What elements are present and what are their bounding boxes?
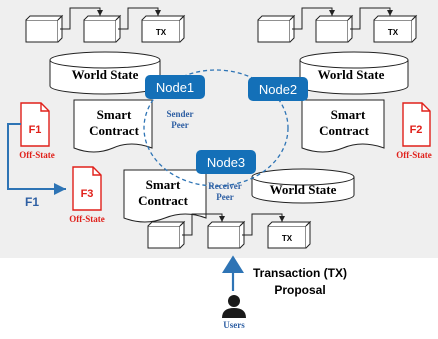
transaction-label: Transaction (TX) (253, 266, 347, 280)
block-icon (83, 14, 122, 43)
block-icon (257, 14, 296, 43)
contract-label: Contract (138, 193, 188, 208)
world-state-label: World State (270, 182, 337, 197)
smart-label: Smart (146, 177, 181, 192)
file-f3-label: F3 (81, 188, 94, 200)
file-f1-icon: F1 (20, 102, 50, 147)
tx-label: TX (388, 28, 399, 37)
tx-block-icon: TX (373, 14, 418, 43)
proposal-label: Proposal (274, 283, 325, 297)
transfer-label: F1 (25, 195, 39, 209)
file-f1-label: F1 (29, 124, 42, 136)
block-icon (25, 14, 64, 43)
world-state-db-node1: World State (49, 51, 161, 95)
ledger-chain-node3: TX (147, 213, 312, 249)
receiver-label: Receiver (208, 181, 241, 191)
ledger-chain-node2: TX (257, 7, 418, 43)
node1-badge[interactable]: Node1 (145, 75, 205, 99)
contract-label: Contract (89, 123, 139, 138)
smart-label: Smart (97, 107, 132, 122)
tx-block-icon: TX (267, 220, 312, 249)
tx-label: TX (156, 28, 167, 37)
receiver-peer-label: Peer (216, 192, 233, 202)
p2p-ring (143, 69, 289, 187)
tx-label: TX (282, 234, 293, 243)
node2-badge[interactable]: Node2 (248, 77, 308, 101)
block-icon (147, 220, 186, 249)
file-f3-icon: F3 (72, 166, 102, 211)
smart-contract-doc-node2: Smart Contract (301, 99, 385, 153)
file-f2-label: F2 (410, 124, 423, 136)
off-state-label-f3: Off-State (69, 214, 105, 224)
contract-label: Contract (319, 123, 369, 138)
user-icon[interactable] (222, 295, 246, 318)
off-state-label-f2: Off-State (396, 150, 432, 160)
node1-label: Node1 (156, 80, 194, 95)
world-state-label: World State (318, 67, 385, 82)
smart-label: Smart (331, 107, 366, 122)
node3-label: Node3 (207, 155, 245, 170)
smart-contract-doc-node1: Smart Contract (73, 99, 153, 153)
world-state-db-node2: World State (299, 51, 409, 95)
node3-badge[interactable]: Node3 (196, 150, 256, 174)
file-f2-icon: F2 (402, 102, 431, 147)
sender-peer-label: Peer (171, 120, 188, 130)
block-icon (315, 14, 354, 43)
tx-block-icon: TX (141, 14, 186, 43)
block-icon (207, 220, 246, 249)
world-state-label: World State (72, 67, 139, 82)
ledger-chain-node1: TX (25, 7, 186, 43)
users-label: Users (223, 320, 245, 330)
sender-label: Sender (167, 109, 194, 119)
node2-label: Node2 (259, 82, 297, 97)
off-state-label-f1: Off-State (19, 150, 55, 160)
transfer-arrow (7, 123, 66, 195)
smart-contract-doc-node3: Smart Contract (123, 169, 207, 223)
world-state-db-node3: World State (251, 168, 355, 204)
